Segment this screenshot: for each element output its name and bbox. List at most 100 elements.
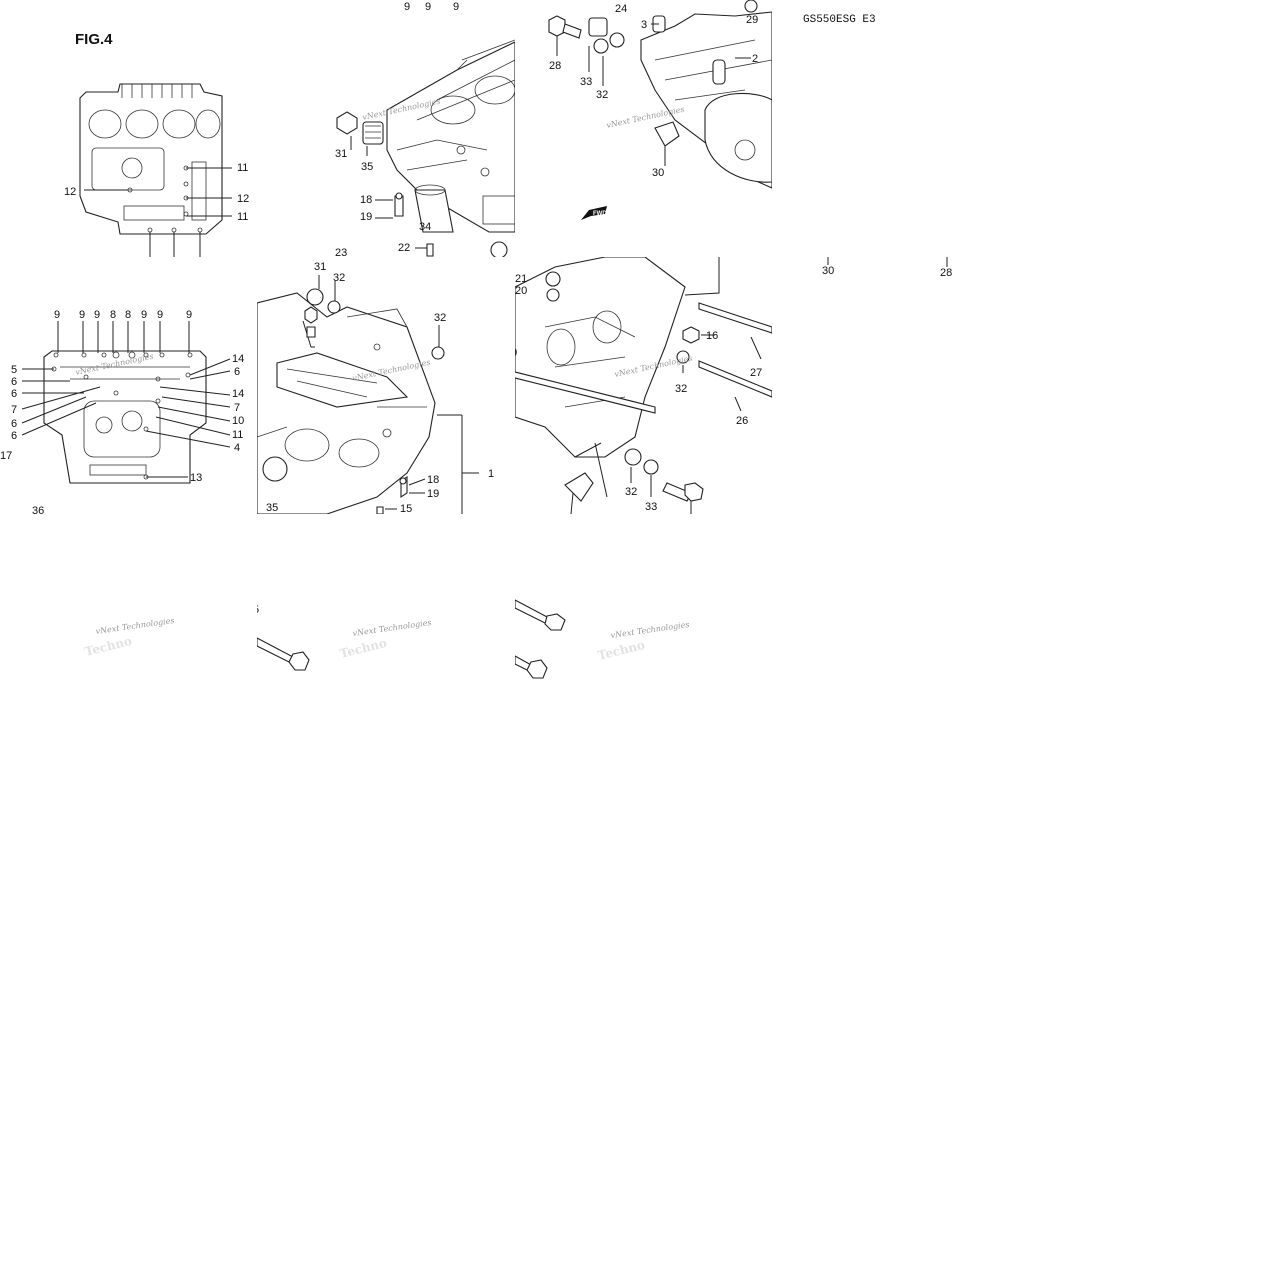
- callout-9-a: 9: [404, 1, 410, 13]
- callout-18-upper: 18: [360, 194, 372, 206]
- watermark-text: vNext Technologies: [352, 618, 432, 638]
- callout-14-r1: 14: [232, 353, 244, 365]
- oil-pressure-switch-part: [336, 111, 384, 145]
- callout-15: 15: [400, 503, 412, 514]
- callout-32-top: 32: [596, 89, 608, 101]
- callout-7-r: 7: [234, 402, 240, 414]
- callout-19-lower: 19: [427, 488, 439, 500]
- callout-21: 21: [515, 273, 527, 285]
- callout-16: 16: [706, 330, 718, 342]
- callout-32-lower-a: 32: [333, 272, 345, 284]
- watermark-text: vNext Technologies: [95, 616, 175, 636]
- callout-7-l: 7: [11, 404, 17, 416]
- callout-2: 2: [752, 53, 758, 65]
- tile-model-code: GS550ESG E3: [772, 0, 1029, 257]
- oil-switch-lower-part: [302, 306, 318, 348]
- callout-9-4: 9: [141, 309, 147, 321]
- tile-long-bolts-right: vNext Technologies Techno: [515, 590, 772, 690]
- callout-13: 13: [190, 472, 202, 484]
- callout-10: 10: [232, 415, 244, 427]
- callout-6-l1: 6: [11, 376, 17, 388]
- callout-8-1: 8: [110, 309, 116, 321]
- figure-title: FIG.4: [75, 31, 113, 48]
- callout-34: 34: [419, 221, 431, 233]
- upper-crankcase-drawing: [79, 83, 232, 257]
- callout-6-r: 6: [234, 366, 240, 378]
- bracket-30-part: [654, 121, 680, 166]
- tile-case-with-studs: 21 20 29 16 32 27 26 32 33 vNext Technol…: [515, 257, 772, 514]
- bolt-28-part: [548, 15, 582, 56]
- callout-29-top: 29: [746, 14, 758, 26]
- callout-3: 3: [641, 19, 647, 31]
- callout-20: 20: [515, 285, 527, 297]
- long-bolt-lower-part: [515, 655, 548, 679]
- callout-29-mid: 29: [515, 347, 517, 359]
- tile-long-bolt-left: 5 vNext Technologies Techno: [257, 600, 515, 690]
- callout-22: 22: [398, 242, 410, 254]
- callout-14-r2: 14: [232, 388, 244, 400]
- callout-26: 26: [736, 415, 748, 427]
- plug-part: [588, 17, 625, 86]
- watermark-text: vNext Technologies: [610, 620, 690, 640]
- callout-12-left: 12: [64, 186, 76, 198]
- tile-upper-case-perspective: 9 9 9: [257, 0, 515, 257]
- callout-24: 24: [615, 3, 627, 15]
- callout-6-l4: 6: [11, 430, 17, 442]
- watermark-shadow: Techno: [596, 638, 646, 663]
- callout-31-lower: 31: [314, 261, 326, 273]
- callout-9-c: 9: [453, 1, 459, 13]
- lower-crankcase-perspective-drawing: [257, 292, 436, 514]
- callout-23: 23: [335, 247, 347, 257]
- callout-5-bottom: 5: [257, 604, 259, 616]
- callout-30-top: 30: [652, 167, 664, 179]
- callout-35-lower: 35: [266, 502, 278, 514]
- callout-5: 5: [11, 364, 17, 376]
- case-half-drawing: [640, 11, 772, 189]
- callout-33-top: 33: [580, 76, 592, 88]
- watermark-shadow: Techno: [338, 636, 388, 661]
- callout-32-bottom: 32: [625, 486, 637, 498]
- long-bolt-part: [257, 637, 310, 671]
- bolt-lower-part: [662, 482, 704, 502]
- tile-lower-case-perspective: 34 31 32 32 1 18 19 15 35 vNext Technolo…: [257, 257, 515, 514]
- upper-crankcase-perspective-drawing: [386, 39, 515, 233]
- callout-32-mid-r: 32: [675, 383, 687, 395]
- lower-crankcase-drawing: [43, 350, 207, 484]
- callout-6-l3: 6: [11, 418, 17, 430]
- callout-17: 17: [0, 450, 12, 462]
- callout-6-l2: 6: [11, 388, 17, 400]
- fwd-arrow: FWD: [581, 206, 607, 220]
- callout-4: 4: [234, 442, 240, 454]
- callout-30-far: 30: [822, 265, 834, 277]
- callout-9-5: 9: [157, 309, 163, 321]
- callout-11-upper: 11: [237, 162, 248, 174]
- callout-8-2: 8: [125, 309, 131, 321]
- fwd-label: FWD: [593, 211, 607, 217]
- watermark-shadow: Techno: [83, 634, 133, 659]
- callout-19-upper: 19: [360, 211, 372, 223]
- callout-11-lower: 11: [237, 211, 248, 223]
- callout-9-1: 9: [54, 309, 60, 321]
- long-bolt-upper-part: [515, 599, 566, 631]
- callout-31-upper: 31: [335, 148, 347, 160]
- tile-watermark-left: vNext Technologies Techno: [0, 600, 257, 690]
- callout-33-bottom: 33: [645, 501, 657, 513]
- callout-9-3: 9: [94, 309, 100, 321]
- callout-9-b: 9: [425, 1, 431, 13]
- model-code: GS550ESG E3: [803, 14, 876, 26]
- callout-11-r: 11: [232, 429, 243, 441]
- tile-extra-callouts: 30 28: [772, 257, 1029, 514]
- callout-1: 1: [488, 468, 494, 480]
- callout-28-far: 28: [940, 267, 952, 279]
- tile-bolts-and-case: FWD 24 3 29 28 33 32 2 30 vNext Technolo…: [515, 0, 772, 257]
- callout-27: 27: [750, 367, 762, 379]
- callout-28-top: 28: [549, 60, 561, 72]
- callout-9-6: 9: [186, 309, 192, 321]
- callout-32-lower-b: 32: [434, 312, 446, 324]
- stud-bolts: [515, 302, 772, 414]
- callout-36: 36: [32, 505, 44, 514]
- tile-upper-case-top-view: FIG.4 11 12 12: [0, 0, 257, 257]
- callout-35-upper: 35: [361, 161, 373, 173]
- tile-lower-case-bottom-view: 9 9 9 8 8 9 9 9 5 6 6 7 6 6 14 6 14 7 10…: [0, 257, 257, 514]
